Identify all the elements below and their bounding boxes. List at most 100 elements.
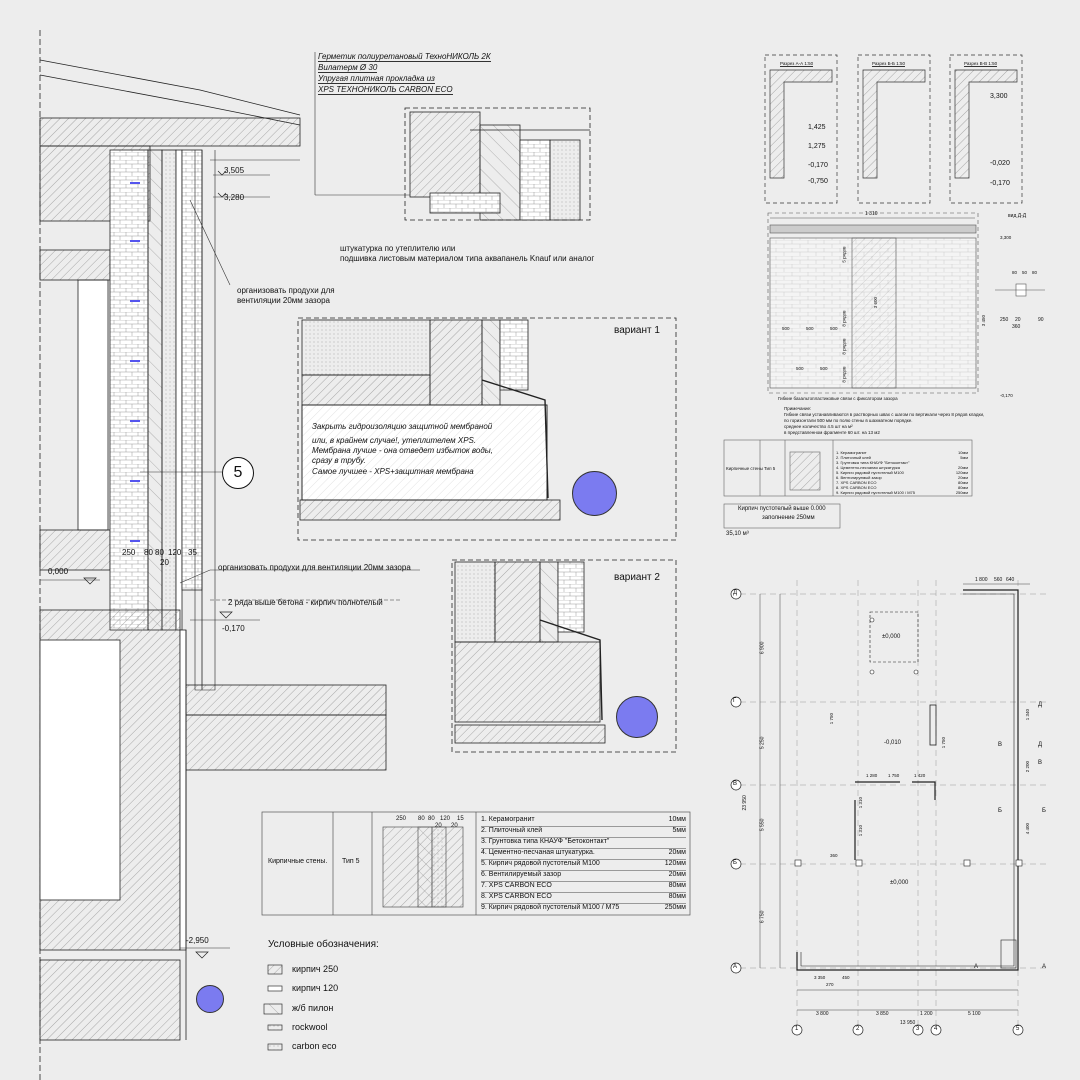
elev-dim-3450: 3 450 xyxy=(981,314,987,327)
plan-section-mark-v1: В xyxy=(998,742,1003,748)
dim-120: 120 xyxy=(168,548,182,557)
plan-axis-circles xyxy=(730,588,1024,1036)
legend-item-brick-250: кирпич 250 xyxy=(292,964,339,974)
drain-pipe-variant-2 xyxy=(616,696,658,738)
detail-callout-5: 5 xyxy=(222,457,254,489)
top-detail xyxy=(404,107,591,221)
plan-axis-col-3: 3 xyxy=(916,1026,920,1032)
section-aa-mark-3: -0,170 xyxy=(808,162,828,169)
elev-500-e: 500 xyxy=(820,366,828,371)
elev-small-80b: 80 xyxy=(1032,270,1038,275)
elev-level-3300: 3,300 xyxy=(1000,235,1012,240)
small-row-name: 6. Вентилируемый зазор xyxy=(836,475,882,480)
variant-2-title: вариант 2 xyxy=(614,572,660,583)
dim-35: 35 xyxy=(188,548,197,557)
small-row-value: 20мм xyxy=(958,465,968,470)
plan-axis-row-a: А xyxy=(733,964,738,970)
plan-section-mark-a2: А xyxy=(1042,964,1047,970)
small-table-caption-1: Кирпич пустотелый выше 0.000 xyxy=(738,506,826,512)
layer-name: 4. Цементно-песчаная штукатурка. xyxy=(481,849,595,856)
level-0000: 0,000 xyxy=(48,567,69,576)
small-table-frame xyxy=(723,439,973,529)
plan-axis-col-5: 5 xyxy=(1016,1026,1020,1032)
plan-inner-dim-9: 4 400 xyxy=(1025,822,1031,835)
small-row-name: 4. Цементно-песчаная штукатурка xyxy=(836,465,900,470)
small-row-value: 80мм xyxy=(958,485,968,490)
layer-value: 10мм xyxy=(668,816,686,823)
layer-value: 80мм xyxy=(668,882,686,889)
elev-course-4: 5 рядов xyxy=(841,246,847,263)
elev-note-3: среднее количество 4.5 шт на м² xyxy=(784,424,853,429)
plan-inner-dim-6: 1 310 xyxy=(858,824,864,837)
elev-500-c: 500 xyxy=(830,326,838,331)
elev-top-dim: 1 310 xyxy=(865,211,878,217)
plan-level-1: ±0,000 xyxy=(882,634,901,640)
small-row-name: 8. XPS CARBON ECO xyxy=(836,485,877,490)
level-m0170: -0,170 xyxy=(222,624,245,633)
plan-col-dim-2: 3 850 xyxy=(876,1011,889,1017)
plan-grid xyxy=(740,580,1050,1025)
plan-axis-row-b: Б xyxy=(733,860,737,866)
variant-1-note-3: Мембрана лучше - она отведет избыток вод… xyxy=(312,446,493,455)
plan-total-left: 23 950 xyxy=(741,795,748,811)
plan-top-dim-2: 560 xyxy=(994,577,1003,583)
small-row-value: 120мм xyxy=(955,470,968,475)
plan-inner-dim-11: 1 340 xyxy=(1025,708,1031,721)
wall-table-type: Тип 5 xyxy=(342,858,360,865)
layer-value: 80мм xyxy=(668,893,686,900)
plan-columns xyxy=(794,617,1023,867)
layer-value: 20мм xyxy=(668,871,686,878)
layer-name: 3. Грунтовка типа КНАУФ "Бетоконтакт" xyxy=(481,838,610,845)
elev-small-360: 360 xyxy=(1012,324,1021,330)
callout-line-3: Упругая плитная прокладка из xyxy=(318,74,435,85)
legend-item-brick-120: кирпич 120 xyxy=(292,983,339,993)
legend-item-pylon: ж/б пилон xyxy=(292,1003,334,1013)
layer-row: 7. XPS CARBON ECO 80мм xyxy=(481,882,686,893)
small-row-value: 10мм xyxy=(958,450,968,455)
callout-line-2: Вилатерм Ø 30 xyxy=(318,63,378,74)
layer-name: 8. XPS CARBON ECO xyxy=(481,893,552,900)
plan-section-mark-b1: Б xyxy=(998,808,1002,814)
plan-section-mark-b2: Б xyxy=(1042,808,1046,814)
wall-table-dim-250: 250 xyxy=(396,816,407,822)
layer-row: 4. Цементно-песчаная штукатурка.20мм xyxy=(481,849,686,860)
insulation-markers xyxy=(130,182,140,542)
section-aa-title: Разрез А-А 1:50 xyxy=(780,61,814,68)
legend-item-rockwool: rockwool xyxy=(292,1022,328,1032)
elev-course-1: 8 рядов xyxy=(841,366,847,383)
elev-500-a: 500 xyxy=(782,326,790,331)
dim-20: 20 xyxy=(160,558,169,567)
section-frames xyxy=(764,54,1023,204)
plaster-note-line1: штукатурка по утеплителю или xyxy=(340,244,456,253)
section-bb-title: Разрез Б-Б 1:50 xyxy=(872,61,906,68)
drain-pipe-variant-1 xyxy=(572,471,617,516)
small-row-name: 2. Плиточный клей xyxy=(836,455,871,460)
small-row-value: 5мм xyxy=(960,455,968,460)
layer-name: 6. Вентилируемый зазор xyxy=(481,871,562,878)
wall-table-dim-80b: 80 xyxy=(428,816,435,822)
plan-axis-col-4: 4 xyxy=(934,1026,938,1032)
plan-walls xyxy=(796,589,1019,971)
small-row-name: 7. XPS CARBON ECO xyxy=(836,480,877,485)
section-aa-mark-2: 1,275 xyxy=(808,143,826,150)
layer-name: 7. XPS CARBON ECO xyxy=(481,882,552,889)
section-aa-mark-4: -0,750 xyxy=(808,178,828,185)
elev-view-label: вид Д-Д xyxy=(1008,213,1027,219)
plan-dimension-lines xyxy=(759,583,1030,1011)
small-table-name: Кирпичные стены xyxy=(726,466,763,471)
small-row-name: 5. Кирпич рядовой пустотелый М100 xyxy=(836,470,904,475)
elev-small-250: 250 xyxy=(1000,317,1009,323)
variant-1-note-2: или, в крайнем случае!, утеплителем XPS. xyxy=(312,436,477,445)
plan-section-mark-v2: В xyxy=(1038,760,1043,766)
plan-inner-dim-2: 1 280 xyxy=(866,773,878,778)
wall-table-dim-80a: 80 xyxy=(418,816,425,822)
level-3505: 3,505 xyxy=(224,166,245,175)
plan-axis-row-d: Д xyxy=(733,590,738,596)
